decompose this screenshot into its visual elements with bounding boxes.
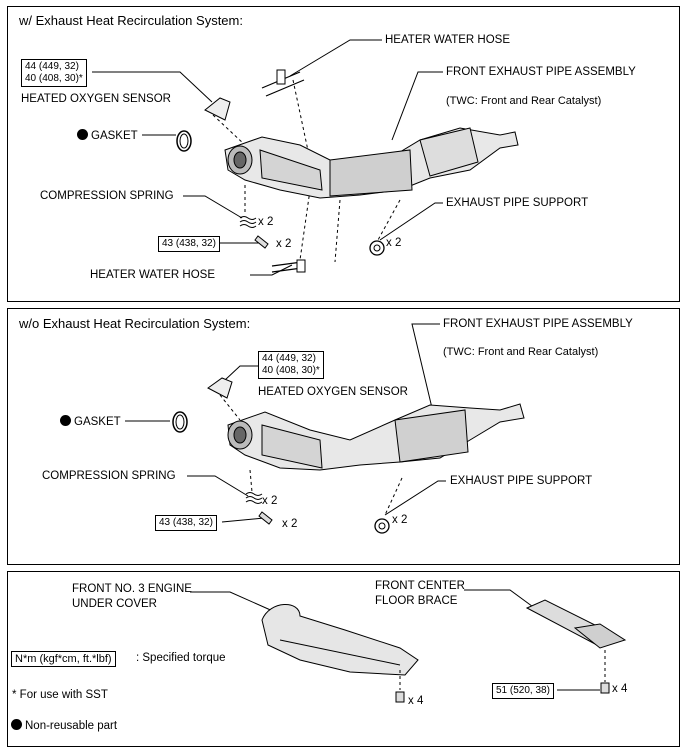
panel2-heated-oxygen-sensor-label: HEATED OXYGEN SENSOR [258,386,408,398]
panel1-heated-oxygen-sensor-label: HEATED OXYGEN SENSOR [21,93,171,105]
under-cover-label: FRONT NO. 3 ENGINE UNDER COVER [72,583,192,611]
torque-value: 44 (449, 32) [262,353,316,364]
brace-bolt-qty: x 4 [612,683,628,695]
panel1-twc-note: (TWC: Front and Rear Catalyst) [446,95,602,107]
panel1-bolt-torque-box: 43 (438, 32) [158,236,220,252]
non-reusable-dot-icon [60,415,71,426]
panel1-heater-water-hose-top-label: HEATER WATER HOSE [385,34,511,46]
floor-brace-line1: FRONT CENTER [375,580,465,592]
floor-brace-label: FRONT CENTER FLOOR BRACE [375,580,465,608]
panel2-front-exhaust-pipe-label: FRONT EXHAUST PIPE ASSEMBLY [443,318,633,330]
panel-without-recirculation [7,308,680,565]
legend-sst-note: * For use with SST [12,689,108,701]
panel1-front-exhaust-pipe-label: FRONT EXHAUST PIPE ASSEMBLY [446,66,636,78]
panel2-sensor-torque-box: 44 (449, 32) 40 (408, 30)* [258,351,324,379]
gasket-text: GASKET [91,130,138,142]
panel1-title: w/ Exhaust Heat Recirculation System: [19,13,243,28]
panel2-bolt-qty: x 2 [282,518,298,530]
panel1-bolt-qty: x 2 [276,238,292,250]
floor-brace-line2: FLOOR BRACE [375,595,458,607]
panel1-exhaust-pipe-support-label: EXHAUST PIPE SUPPORT [446,197,589,209]
panel2-bolt-torque-box: 43 (438, 32) [155,515,217,531]
legend-non-reusable: Non-reusable part [11,719,117,733]
torque-value-sst: 40 (408, 30)* [262,365,320,376]
panel1-heater-water-hose-bottom-label: HEATER WATER HOSE [90,269,216,281]
legend-torque-unit-box: N*m (kgf*cm, ft.*lbf) [11,651,116,667]
non-reusable-dot-icon [11,719,22,730]
non-reusable-text: Non-reusable part [25,720,118,732]
panel1-gasket-label: GASKET [77,129,138,143]
panel1-support-qty: x 2 [386,237,402,249]
panel2-gasket-label: GASKET [60,415,121,429]
panel1-compression-spring-label: COMPRESSION SPRING [40,190,174,202]
panel2-title: w/o Exhaust Heat Recirculation System: [19,316,251,331]
non-reusable-dot-icon [77,129,88,140]
panel2-support-qty: x 2 [392,514,408,526]
brace-torque-box: 51 (520, 38) [492,683,554,699]
panel2-compression-spring-label: COMPRESSION SPRING [42,470,176,482]
legend-torque-desc: : Specified torque [136,652,226,664]
torque-value-sst: 40 (408, 30)* [25,73,83,84]
cover-bolt-qty: x 4 [408,695,424,707]
panel2-spring-qty: x 2 [262,495,278,507]
under-cover-line2: UNDER COVER [72,598,157,610]
under-cover-line1: FRONT NO. 3 ENGINE [72,583,192,595]
torque-value: 44 (449, 32) [25,61,79,72]
gasket-text: GASKET [74,416,121,428]
panel1-sensor-torque-box: 44 (449, 32) 40 (408, 30)* [21,59,87,87]
panel2-exhaust-pipe-support-label: EXHAUST PIPE SUPPORT [450,475,593,487]
panel-with-recirculation [7,6,680,302]
panel2-twc-note: (TWC: Front and Rear Catalyst) [443,346,599,358]
panel1-spring-qty: x 2 [258,216,274,228]
